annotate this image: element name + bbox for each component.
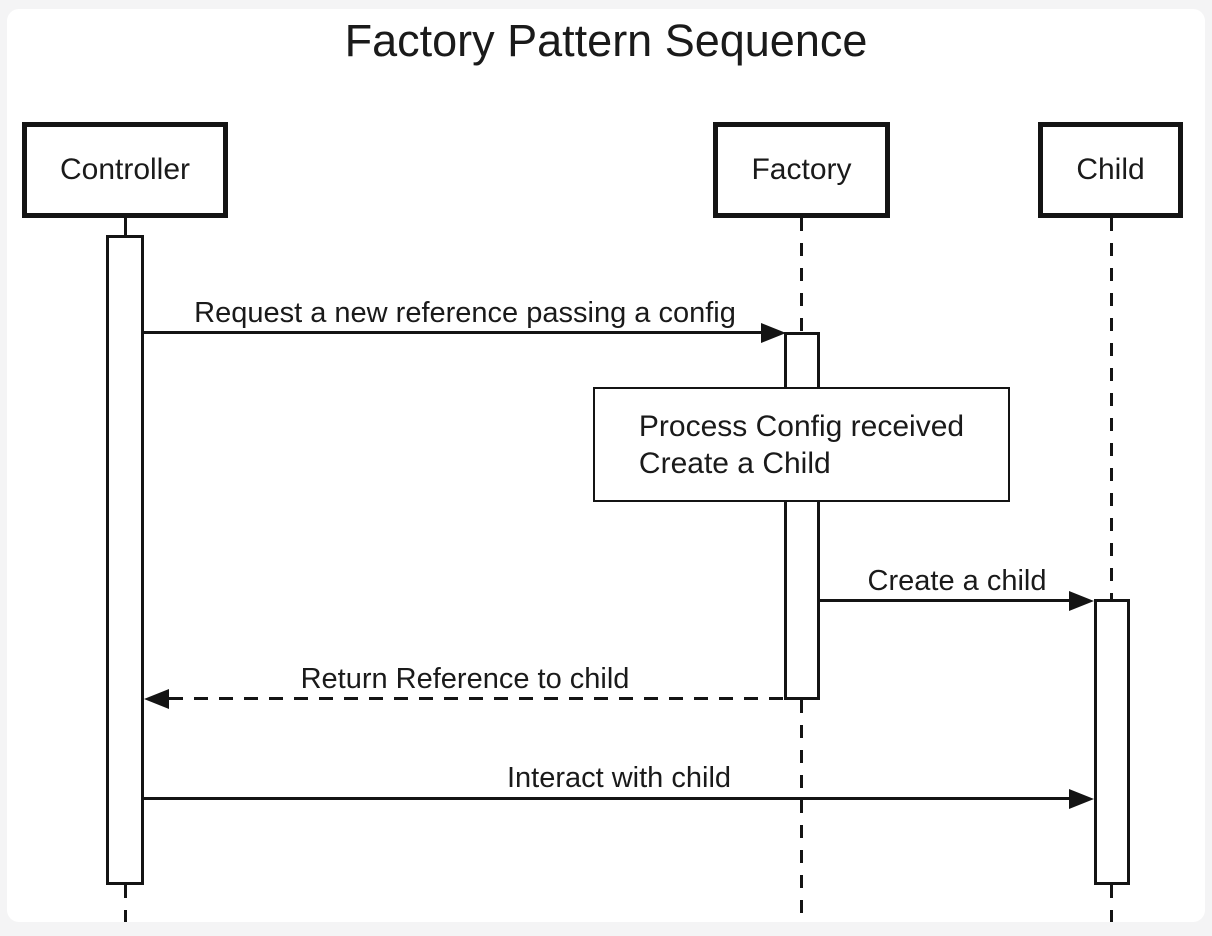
message-line-create-child: [820, 599, 1071, 602]
message-label-create-child: Create a child: [867, 565, 1047, 597]
note-text: Process Config received Create a Child: [639, 408, 964, 482]
message-label-request-reference: Request a new reference passing a config: [194, 297, 736, 329]
actor-box-factory: Factory: [713, 122, 890, 218]
message-line-return-reference: [169, 697, 786, 700]
lifeline-factory-upper: [800, 218, 803, 333]
note-line-1: Process Config received: [638, 409, 965, 443]
actor-box-child: Child: [1038, 122, 1183, 218]
actor-label-child: Child: [1076, 153, 1145, 186]
actor-box-controller: Controller: [22, 122, 228, 218]
arrowhead-right-icon: [1069, 591, 1094, 611]
actor-label-factory: Factory: [751, 153, 852, 186]
message-label-interact-child: Interact with child: [506, 762, 732, 794]
arrowhead-left-icon: [144, 689, 169, 709]
activation-bar-child: [1094, 599, 1130, 885]
lifeline-controller-lower: [124, 885, 127, 922]
note-line-2: Create a Child: [638, 446, 831, 480]
message-line-request-reference: [144, 331, 763, 334]
activation-bar-controller: [106, 235, 144, 885]
lifeline-factory-lower: [800, 700, 803, 922]
message-label-return-reference: Return Reference to child: [300, 663, 630, 695]
lifeline-child-upper: [1110, 218, 1113, 600]
message-line-interact-child: [144, 797, 1071, 800]
actor-label-controller: Controller: [59, 153, 191, 186]
diagram-title: Factory Pattern Sequence: [344, 15, 868, 66]
note-box: Process Config received Create a Child: [593, 387, 1010, 502]
arrowhead-right-icon: [1069, 789, 1094, 809]
lifeline-controller-connector: [124, 218, 127, 237]
lifeline-child-lower: [1110, 885, 1113, 922]
arrowhead-right-icon: [761, 323, 786, 343]
